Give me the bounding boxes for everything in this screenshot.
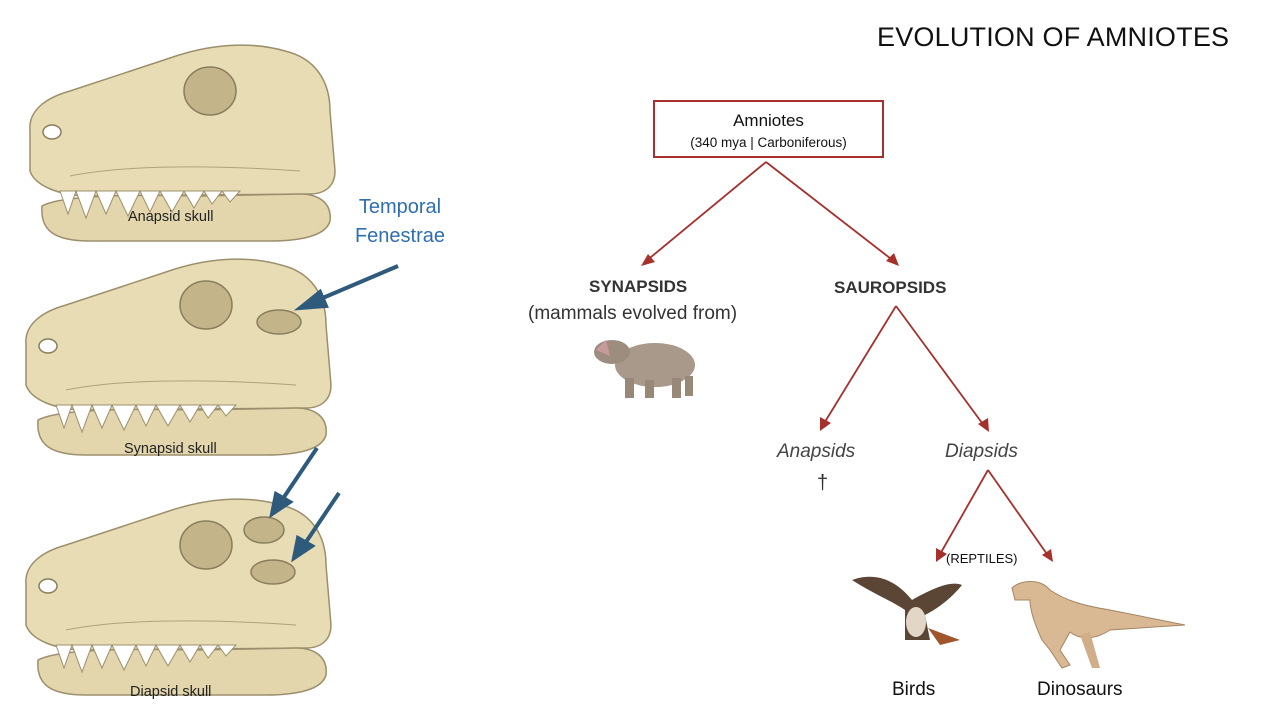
- temporal-label-line1: Temporal: [358, 196, 442, 218]
- extinct-dagger: †: [817, 472, 829, 494]
- anapsids-node: Anapsids: [777, 441, 856, 462]
- hawk-icon: [852, 576, 962, 645]
- root-title: Amniotes: [733, 111, 804, 130]
- synapsid-caption: Synapsid skull: [124, 441, 217, 457]
- page-title: EVOLUTION OF AMNIOTES: [877, 22, 1230, 52]
- arrow-head-icon: [291, 534, 316, 563]
- synapsids-node: SYNAPSIDS: [589, 277, 688, 296]
- diapsid-caption: Diapsid skull: [130, 684, 212, 700]
- amniotes-root-node: Amniotes (340 mya | Carboniferous): [653, 100, 884, 158]
- birds-label: Birds: [892, 679, 936, 700]
- phylogeny-lines: [644, 161, 1050, 558]
- blue-arrows: [269, 264, 399, 563]
- root-subtitle: (340 mya | Carboniferous): [690, 135, 847, 150]
- synapsid-skull-icon: [25, 258, 332, 456]
- synapsids-note: (mammals evolved from): [528, 303, 738, 324]
- reptiles-label: (REPTILES): [946, 551, 1018, 566]
- dinosaurs-label: Dinosaurs: [1037, 679, 1123, 700]
- diapsids-node: Diapsids: [945, 441, 1018, 462]
- phylogeny-arrowheads: [641, 253, 1053, 562]
- temporal-label-line2: Fenestrae: [354, 225, 446, 247]
- sauropsids-node: SAUROPSIDS: [834, 278, 947, 297]
- hippo-icon: [594, 340, 695, 398]
- diapsid-skull-icon: [25, 498, 332, 696]
- dinosaur-icon: [1011, 581, 1186, 669]
- temporal-fenestrae-label: Temporal Fenestrae: [330, 193, 470, 251]
- arrow-head-icon: [269, 490, 294, 519]
- anapsid-caption: Anapsid skull: [128, 209, 214, 225]
- arrow-head-icon: [293, 288, 329, 311]
